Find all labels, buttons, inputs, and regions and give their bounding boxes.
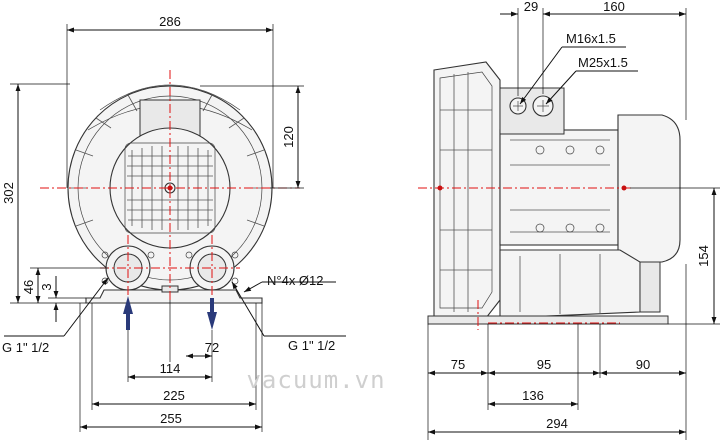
- dim-overall-width-label: 286: [159, 14, 181, 29]
- dim-shaft-height-label: 302: [1, 182, 16, 204]
- dim-shaft-height: [10, 83, 86, 304]
- inlet-thread-label: G 1" 1/2: [2, 340, 49, 355]
- dim-foot-inner-label: 225: [163, 388, 185, 403]
- dim-left-segment-label: 75: [451, 357, 465, 372]
- dim-foot-outer: [79, 303, 263, 432]
- outlet-port: [185, 245, 239, 291]
- cable-gland-small-leader: [519, 46, 626, 105]
- outlet-thread-leader: [231, 281, 346, 337]
- dim-port-offset: [169, 300, 213, 362]
- dim-foot-height-label: 46: [21, 280, 36, 294]
- cable-gland-small-label: M16x1.5: [566, 31, 616, 46]
- inlet-flow-arrow: [123, 296, 133, 330]
- dim-port-offset-label: 72: [205, 340, 219, 355]
- inlet-thread-leader: [4, 277, 109, 337]
- dim-foot-thickness-label: 3: [39, 283, 54, 290]
- side-view: 29 160 M16x1.5 M25x1.5 154: [418, 0, 720, 440]
- dim-foot-height: [30, 267, 108, 303]
- dim-middle-segment-label: 95: [537, 357, 551, 372]
- dim-overall-length-label: 294: [546, 416, 568, 431]
- dim-box-offset: [500, 8, 566, 96]
- dim-overall-width: [66, 24, 274, 188]
- mounting-holes-label: N°4x Ø12: [267, 273, 324, 288]
- dim-shaft-to-top-label: 120: [281, 126, 296, 148]
- dim-foot-thickness: [48, 276, 86, 322]
- mounting-holes-leader: [243, 281, 336, 293]
- front-view: 286 302 120 46 3: [1, 14, 346, 432]
- cable-gland-large-leader: [545, 70, 638, 105]
- dim-foot-outer-label: 255: [160, 411, 182, 426]
- port-body-side: [499, 249, 661, 319]
- dim-foot-inner: [91, 303, 257, 410]
- dim-right-height: [630, 187, 720, 325]
- dim-port-spacing-label: 114: [160, 361, 181, 376]
- dim-right-segment-label: 90: [636, 357, 650, 372]
- fan-cover-side: [617, 114, 681, 263]
- dim-port-spacing: [127, 330, 213, 382]
- watermark: vacuum.vn: [246, 366, 385, 394]
- blower-cage: [433, 61, 501, 319]
- cable-gland-large-label: M25x1.5: [578, 55, 628, 70]
- dim-bottom-extensions: [427, 264, 687, 440]
- dim-shaft-to-top: [200, 85, 304, 189]
- centerlines-front: [40, 70, 300, 300]
- dim-box-to-end-label: 160: [603, 0, 625, 14]
- dim-box-to-end: [543, 8, 687, 120]
- outlet-flow-arrow: [207, 298, 217, 330]
- outlet-thread-label: G 1" 1/2: [288, 338, 335, 353]
- base-plate: [427, 315, 669, 325]
- mounting-foot: [85, 285, 263, 304]
- dim-box-offset-label: 29: [524, 0, 538, 14]
- dim-right-height-label: 154: [696, 245, 711, 267]
- dim-foot-span-label: 136: [522, 388, 544, 403]
